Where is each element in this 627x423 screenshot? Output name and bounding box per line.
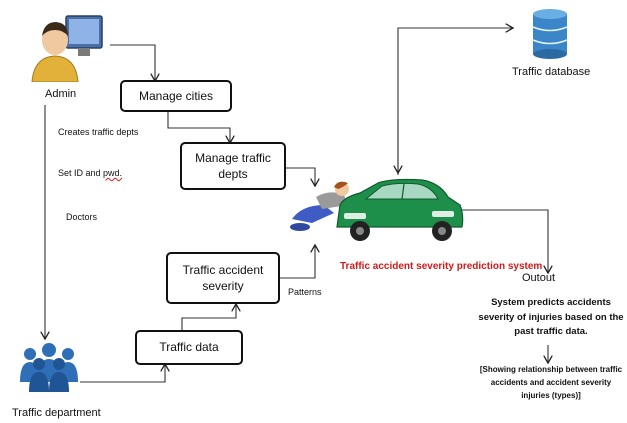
arrow-severity-to-system [280,246,315,279]
note-creates-traffic-depts: Creates traffic depts [58,127,139,137]
manage-cities-label: Manage cities [138,88,214,103]
arrow-department-to-data [80,365,165,383]
arrow-cities-to-depts [167,112,230,142]
system-title: Traffic accident severity prediction sys… [340,261,543,272]
note-set-id-pwd: Set ID and pwd. [58,168,122,178]
arrow-data-to-severity [181,305,236,330]
note-pwd-text: pwd. [103,168,123,178]
note-doctors: Doctors [66,212,98,222]
prediction-text: System predicts accidents severity of in… [478,297,624,338]
traffic-department-label: Traffic department [12,407,101,419]
traffic-data-box[interactable]: Traffic data [135,330,243,365]
manage-cities-box[interactable]: Manage cities [120,80,232,112]
traffic-data-label: Traffic data [159,340,219,355]
relationship-text: [Showing relationship between traffic ac… [479,365,623,400]
output-label: Outout [522,272,556,284]
manage-traffic-depts-box[interactable]: Manage traffic depts [180,142,286,190]
arrow-system-to-database [397,28,512,175]
database-icon [532,9,568,59]
people-group-icon [20,343,78,392]
traffic-accident-severity-box[interactable]: Traffic accident severity [166,252,280,304]
manage-traffic-depts-label: Manage traffic depts [195,150,271,181]
traffic-database-label: Traffic database [512,66,591,78]
admin-label: Admin [45,88,77,100]
patterns-label: Patterns [288,287,322,297]
note-set-id-text: Set ID and [58,168,104,178]
arrow-depts-to-system [285,167,315,185]
admin-person-icon [31,15,103,82]
car-crash-icon [290,178,464,241]
arrow-system-to-output [462,209,548,272]
traffic-accident-severity-label: Traffic accident severity [182,262,264,293]
arrow-admin-to-cities [110,44,155,80]
